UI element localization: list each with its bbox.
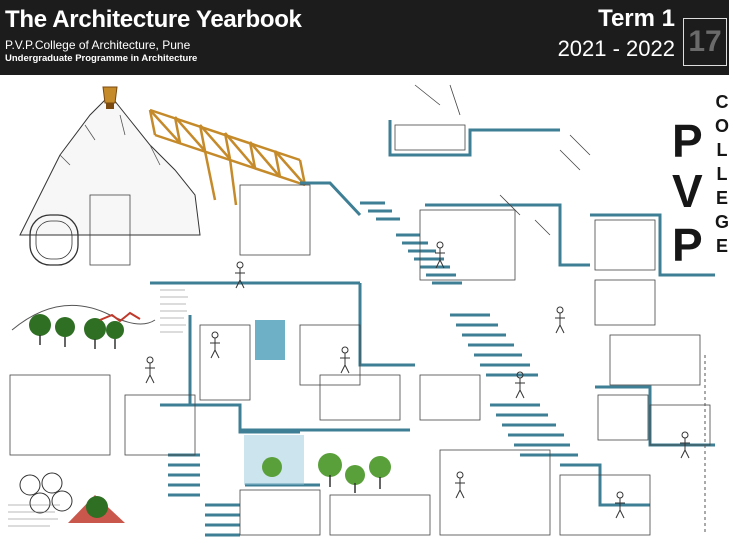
yearbook-title: The Architecture Yearbook [5, 6, 302, 33]
college-name: P.V.P.College of Architecture, Pune [5, 38, 191, 52]
college-letter: G [715, 212, 729, 232]
college-vertical-word: C O L L E G E [715, 90, 729, 258]
college-letter: O [715, 116, 729, 136]
academic-years: 2021 - 2022 [557, 36, 675, 61]
college-letter: C [715, 92, 729, 112]
initial-p-2: P [672, 219, 703, 271]
architecture-collage-illustration [8, 84, 715, 537]
page-header: The Architecture Yearbook P.V.P.College … [0, 0, 729, 75]
term-label: Term 1 [598, 5, 675, 32]
page-number: 17 [683, 18, 727, 66]
college-letter: E [715, 236, 728, 256]
programme-name: Undergraduate Programme in Architecture [5, 53, 198, 64]
college-letter: L [716, 140, 728, 160]
college-letter: E [715, 188, 728, 208]
initial-v: V [672, 165, 703, 217]
college-letter: L [716, 164, 728, 184]
initial-p-1: P [672, 115, 703, 167]
